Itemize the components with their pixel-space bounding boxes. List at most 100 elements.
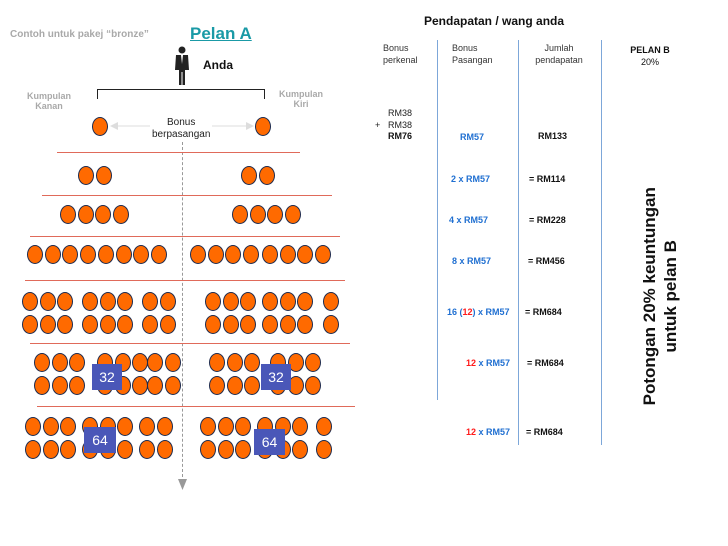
level-separator [30,343,350,344]
member-circle [305,353,321,372]
member-circle [27,245,43,264]
member-circle [39,292,56,311]
member-circle [190,245,206,264]
member-circle [164,353,181,372]
member-circle [69,376,85,395]
member-circle [117,315,133,334]
member-circle [79,245,96,264]
member-circle [249,205,266,224]
member-circle [25,417,41,436]
member-circle [225,245,241,264]
member-circle [209,376,225,395]
member-circle [51,376,68,395]
member-circle [34,376,50,395]
member-circle [117,292,133,311]
pairing-amount: 8 x RM57 [452,256,492,266]
member-circle [78,166,94,185]
member-circle [77,205,94,224]
member-circle [42,440,59,459]
arrow-down-icon [178,479,187,490]
member-circle [132,376,148,395]
member-circle [98,245,114,264]
personal-bonus-total: RM76 [388,131,413,141]
total-amount: = RM684 [527,358,564,368]
member-circle [222,292,239,311]
pairing-amount: RM57 [460,132,485,142]
personal-bonus-1: RM38 [388,108,413,118]
member-circle [297,292,313,311]
member-circle [25,440,41,459]
column-divider [518,40,519,445]
level-separator [30,236,340,237]
member-circle [279,315,296,334]
member-circle [217,440,234,459]
member-circle [316,440,332,459]
member-circle [22,292,38,311]
level-separator [37,406,355,407]
member-circle [242,245,259,264]
member-circle [205,292,221,311]
member-circle [139,417,155,436]
level-separator [25,280,345,281]
member-circle [57,292,73,311]
member-circle [159,315,176,334]
personal-bonus-plus: + [375,120,381,130]
member-circle [60,205,76,224]
member-circle [279,245,296,264]
member-circle [117,440,133,459]
member-circle [297,245,313,264]
subtitle: Contoh untuk pakej “bronze” [10,29,149,40]
member-circle [205,315,221,334]
member-circle [297,315,313,334]
member-circle [244,376,260,395]
member-circle [235,440,251,459]
member-circle [95,166,112,185]
member-circle [316,417,332,436]
member-circle [60,440,76,459]
member-circle [99,292,116,311]
member-circle [42,417,59,436]
level-separator [42,195,332,196]
member-circle [82,315,98,334]
member-circle [57,315,73,334]
level-separator [57,152,300,153]
member-circle [156,417,173,436]
member-circle [142,315,158,334]
pairing-amount: 16 (12) x RM57 [447,307,510,317]
member-circle [217,417,234,436]
member-circle [156,440,173,459]
center-axis [182,142,183,482]
member-circle [200,417,216,436]
member-circle [95,205,111,224]
member-circle [133,245,149,264]
total-amount: = RM684 [525,307,562,317]
member-circle [222,315,239,334]
member-circle [240,315,256,334]
member-circle [44,245,61,264]
member-circle [262,292,278,311]
tree-bracket [97,89,265,99]
you-label: Anda [203,58,233,72]
total-amount: = RM684 [526,427,563,437]
member-circle [209,353,225,372]
person-icon [175,46,189,85]
member-circle [207,245,224,264]
member-circle [132,353,148,372]
member-circle [284,205,301,224]
pairing-amount: 12 x RM57 [466,427,511,437]
member-circle [164,376,181,395]
member-circle [139,440,155,459]
member-circle [51,353,68,372]
member-circle [258,166,275,185]
member-circle [292,440,308,459]
count-badge: 64 [254,429,285,455]
member-circle [226,353,243,372]
plan-a-link[interactable]: Pelan A [190,24,252,43]
count-badge: 32 [92,364,122,390]
member-circle [92,117,108,136]
member-circle [147,376,163,395]
total-amount: = RM228 [529,215,566,225]
